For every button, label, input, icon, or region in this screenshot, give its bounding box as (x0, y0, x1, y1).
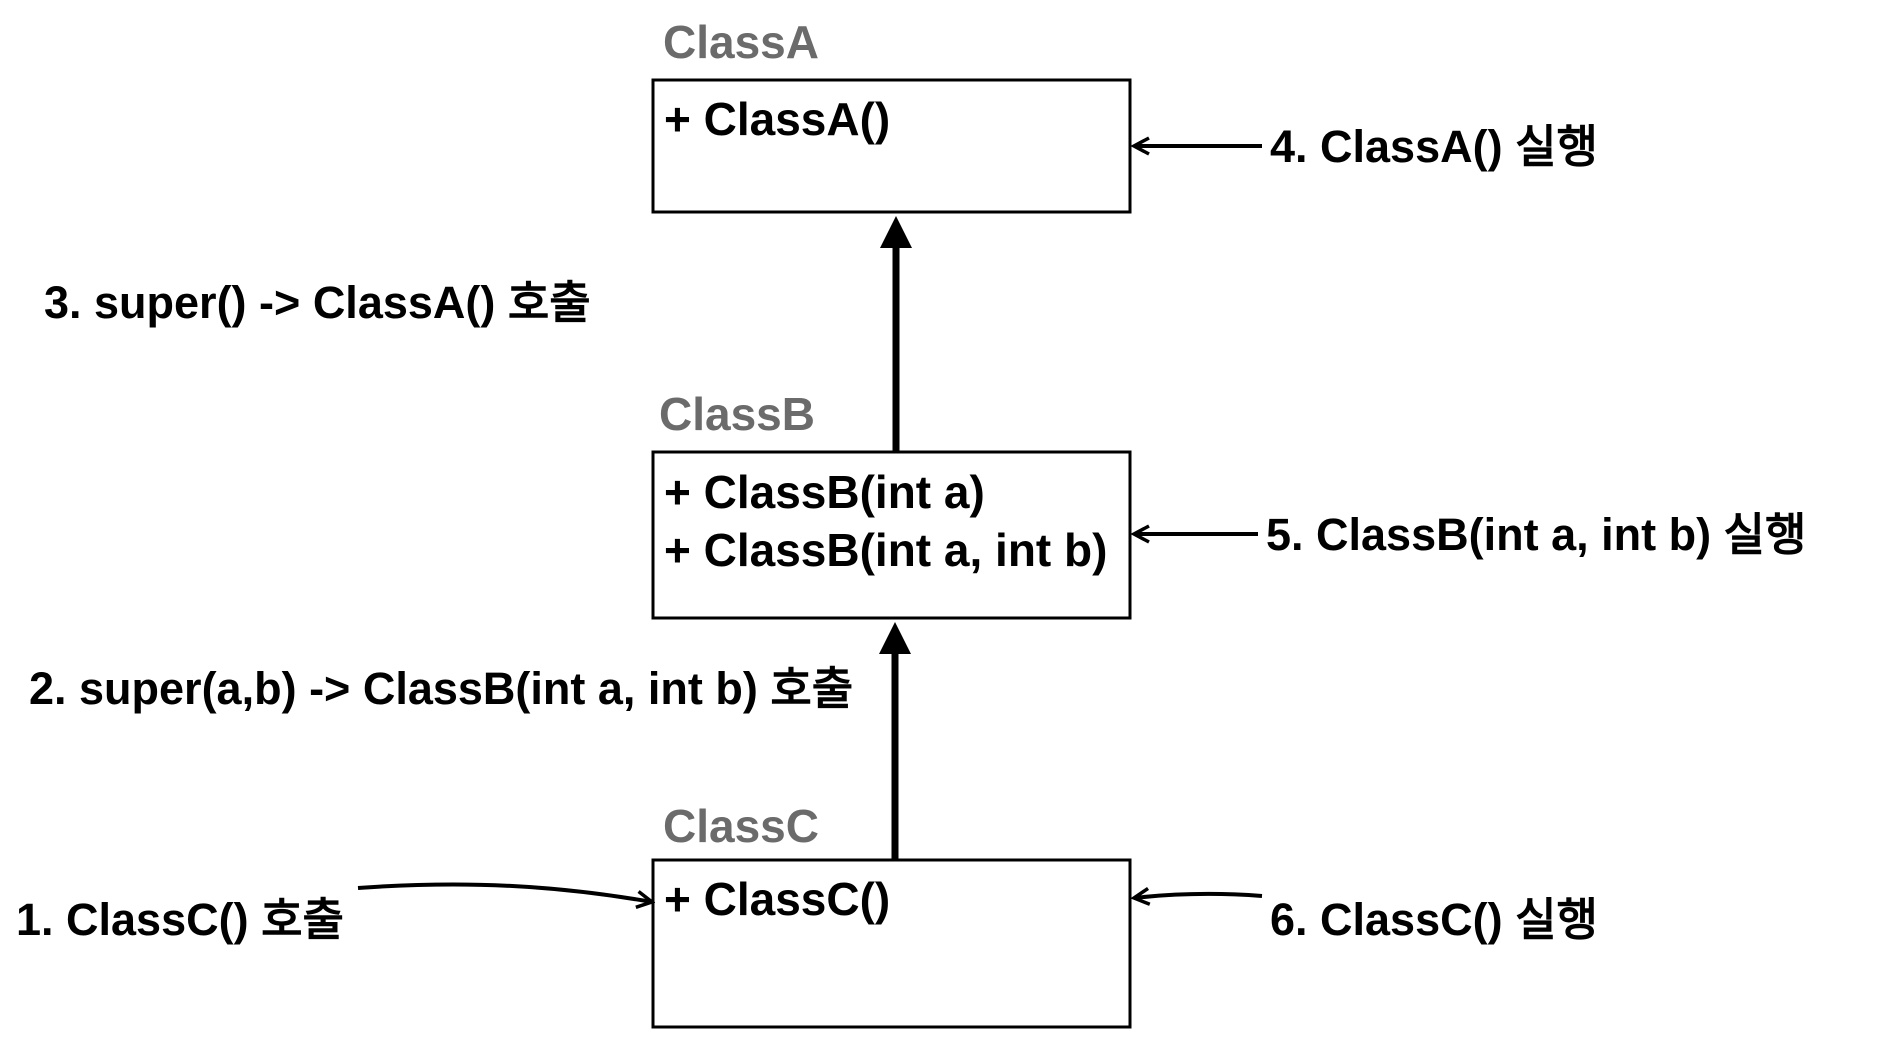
class-b-member: + ClassB(int a, int b) (664, 524, 1107, 576)
class-a-member: + ClassA() (664, 93, 890, 145)
arrow-head-icon (879, 622, 911, 654)
class-b-member: + ClassB(int a) (664, 466, 985, 518)
step-5-label: 5. ClassB(int a, int b) 실행 (1266, 509, 1806, 560)
class-c: ClassC + ClassC() (651, 800, 1132, 1029)
class-b-title: ClassB (659, 388, 815, 440)
class-a-title: ClassA (663, 16, 819, 68)
return-arrow-classc (1134, 894, 1263, 898)
class-c-box (651, 858, 1132, 1029)
class-a-box (651, 78, 1132, 214)
class-b: ClassB + ClassB(int a) + ClassB(int a, i… (651, 388, 1132, 620)
step-1-label: 1. ClassC() 호출 (16, 894, 344, 945)
call-arrow-classc (357, 882, 652, 902)
class-a: ClassA + ClassA() (651, 16, 1132, 214)
step-6-label: 6. ClassC() 실행 (1270, 894, 1598, 945)
step-3-label: 3. super() -> ClassA() 호출 (44, 277, 591, 328)
class-c-title: ClassC (663, 800, 819, 852)
class-c-member: + ClassC() (664, 873, 890, 925)
inheritance-arrow-b-to-a (880, 216, 912, 452)
class-b-box (651, 450, 1132, 620)
step-2-label: 2. super(a,b) -> ClassB(int a, int b) 호출 (29, 663, 853, 714)
step-4-label: 4. ClassA() 실행 (1270, 121, 1598, 172)
inheritance-arrow-c-to-b (879, 622, 911, 860)
arrow-head-icon (880, 216, 912, 248)
